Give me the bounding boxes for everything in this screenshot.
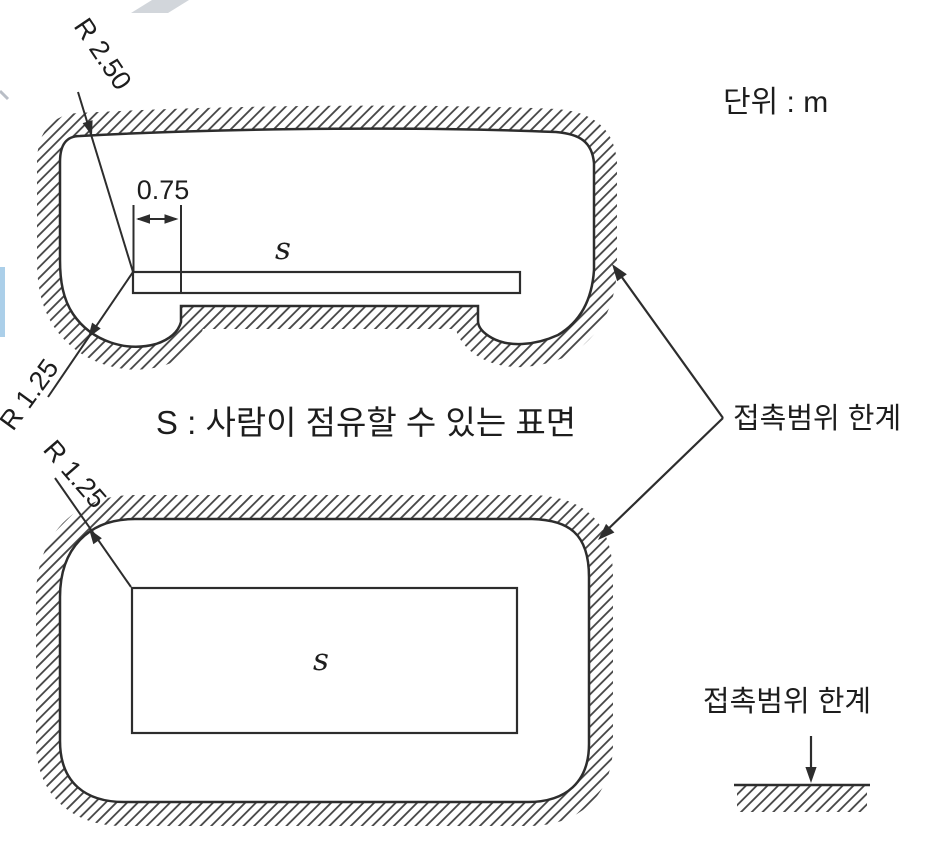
dim-arrowhead-right-icon — [164, 214, 179, 224]
units-label: 단위 : m — [723, 86, 828, 119]
r125-bottom-label: R 1.25 — [37, 434, 112, 514]
surface-definition-label: S : 사람이 점유할 수 있는 표면 — [156, 404, 576, 441]
r125-top-label: R 1.25 — [0, 354, 65, 436]
legend-hatch-swatch — [737, 785, 867, 812]
reach-limit-callout: 접촉범위 한계 — [598, 264, 901, 540]
r250-label: R 2.50 — [68, 13, 137, 96]
r250-arrowhead-icon — [82, 120, 93, 136]
reach-limit-arrowhead-lower-icon — [598, 523, 615, 540]
r125-top-arrowhead-icon — [88, 322, 101, 338]
reach-limit-arrow-lower — [602, 417, 724, 535]
surface-s-top — [131, 270, 522, 295]
legend: 접촉범위 한계 — [703, 685, 871, 812]
figure-top: s 0.75 R 2.50 R 1.25 — [0, 13, 617, 436]
figure-bottom: s R 1.25 — [36, 434, 613, 826]
reach-limit-label: 접촉범위 한계 — [733, 402, 901, 435]
dim-arrowhead-left-icon — [136, 214, 150, 224]
left-edge-artifact — [0, 89, 10, 101]
dim-075-label: 0.75 — [137, 175, 190, 205]
legend-label: 접촉범위 한계 — [703, 685, 871, 718]
dimension-075: 0.75 — [132, 175, 190, 292]
window-corner-artifact — [131, 0, 189, 13]
left-edge-blue-artifact — [0, 267, 5, 337]
legend-arrowhead-icon — [805, 767, 817, 783]
surface-s-bottom — [130, 586, 519, 735]
surface-s-bottom-label: s — [313, 642, 329, 678]
surface-s-top-label: s — [275, 231, 291, 267]
reach-limit-arrow-upper — [615, 268, 724, 419]
r125-bottom-arrowhead-icon — [89, 529, 102, 545]
reach-limit-arrowhead-upper-icon — [612, 264, 627, 282]
